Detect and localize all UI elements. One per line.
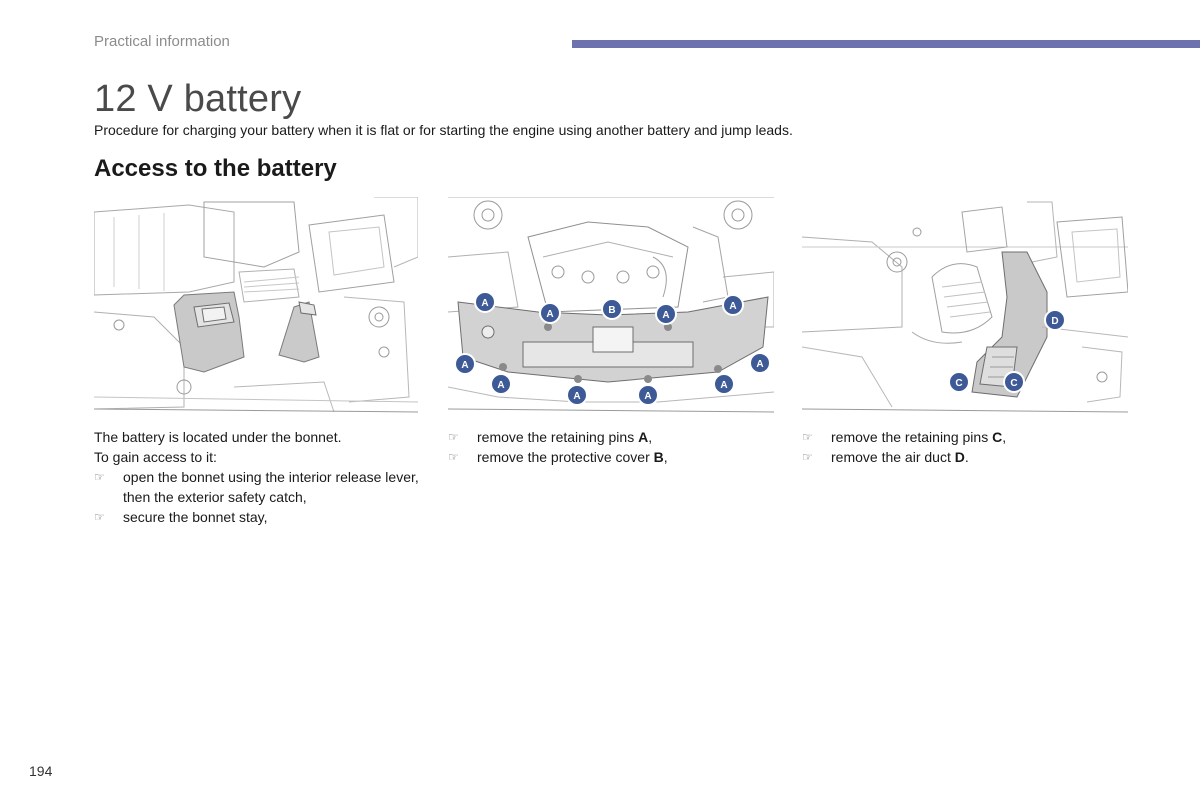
callout-a-4: A xyxy=(722,294,744,316)
step-punctuation: , xyxy=(648,429,653,445)
step-list: ☞ remove the retaining pins C, ☞ remove … xyxy=(802,427,1132,467)
callout-c-2: C xyxy=(1003,371,1025,393)
callout-a-10: A xyxy=(749,352,771,374)
svg-text:A: A xyxy=(756,359,763,370)
list-item: ☞ open the bonnet using the interior rel… xyxy=(94,467,424,507)
step-punctuation: , xyxy=(663,449,668,465)
list-item: ☞ remove the retaining pins A, xyxy=(448,427,778,447)
callout-d: D xyxy=(1044,309,1066,331)
step-text: secure the bonnet stay, xyxy=(123,509,268,525)
step-reference: A xyxy=(638,429,649,445)
step-punctuation: , xyxy=(1002,429,1007,445)
svg-text:C: C xyxy=(1010,378,1017,389)
step-punctuation: . xyxy=(964,449,969,465)
instructions-column-1: The battery is located under the bonnet.… xyxy=(94,427,424,527)
step-reference: C xyxy=(992,429,1003,445)
callout-a-2: A xyxy=(539,302,561,324)
callout-a-6: A xyxy=(490,373,512,395)
svg-text:B: B xyxy=(608,305,615,316)
access-intro-text: To gain access to it: xyxy=(94,449,217,465)
pointing-hand-icon: ☞ xyxy=(448,450,459,464)
pointing-hand-icon: ☞ xyxy=(802,430,813,444)
engine-cover-illustration: A A B A A A A xyxy=(448,197,774,415)
svg-text:A: A xyxy=(644,391,651,402)
pointing-hand-icon: ☞ xyxy=(802,450,813,464)
step-list: ☞ remove the retaining pins A, ☞ remove … xyxy=(448,427,778,467)
callout-a-3: A xyxy=(655,303,677,325)
svg-text:A: A xyxy=(497,380,504,391)
svg-text:A: A xyxy=(720,380,727,391)
svg-text:A: A xyxy=(461,360,468,371)
step-text: remove the air duct xyxy=(831,449,955,465)
step-list: ☞ open the bonnet using the interior rel… xyxy=(94,467,424,527)
instructions-column-3: ☞ remove the retaining pins C, ☞ remove … xyxy=(802,427,1132,467)
svg-text:A: A xyxy=(481,298,488,309)
list-item: ☞ secure the bonnet stay, xyxy=(94,507,424,527)
step-text: remove the retaining pins xyxy=(831,429,993,445)
step-text: open the bonnet using the interior relea… xyxy=(123,469,419,505)
callout-a-1: A xyxy=(474,291,496,313)
svg-text:A: A xyxy=(546,309,553,320)
page-number: 194 xyxy=(29,763,53,779)
pointing-hand-icon: ☞ xyxy=(94,510,105,524)
callout-a-7: A xyxy=(566,384,588,406)
pointing-hand-icon: ☞ xyxy=(448,430,459,444)
step-reference: B xyxy=(653,449,664,465)
page-title: 12 V battery xyxy=(94,78,302,120)
air-duct-illustration: D C C xyxy=(802,197,1128,415)
battery-location-illustration xyxy=(94,197,418,415)
step-text: remove the protective cover xyxy=(477,449,654,465)
step-text: remove the retaining pins xyxy=(477,429,639,445)
callout-a-9: A xyxy=(713,373,735,395)
callout-b: B xyxy=(601,298,623,320)
pointing-hand-icon: ☞ xyxy=(94,470,105,484)
intro-text: Procedure for charging your battery when… xyxy=(94,122,793,138)
callout-a-5: A xyxy=(454,353,476,375)
svg-text:A: A xyxy=(662,310,669,321)
svg-text:C: C xyxy=(955,378,962,389)
callout-a-8: A xyxy=(637,384,659,406)
list-item: ☞ remove the air duct D. xyxy=(802,447,1132,467)
list-item: ☞ remove the protective cover B, xyxy=(448,447,778,467)
step-reference: D xyxy=(954,449,965,465)
battery-location-text: The battery is located under the bonnet. xyxy=(94,429,342,445)
callout-c-1: C xyxy=(948,371,970,393)
svg-text:A: A xyxy=(729,301,736,312)
instructions-column-2: ☞ remove the retaining pins A, ☞ remove … xyxy=(448,427,778,467)
list-item: ☞ remove the retaining pins C, xyxy=(802,427,1132,447)
svg-text:A: A xyxy=(573,391,580,402)
header-accent-bar xyxy=(572,40,1200,48)
svg-text:D: D xyxy=(1051,316,1058,327)
section-label: Practical information xyxy=(94,33,230,50)
section-heading: Access to the battery xyxy=(94,155,337,182)
